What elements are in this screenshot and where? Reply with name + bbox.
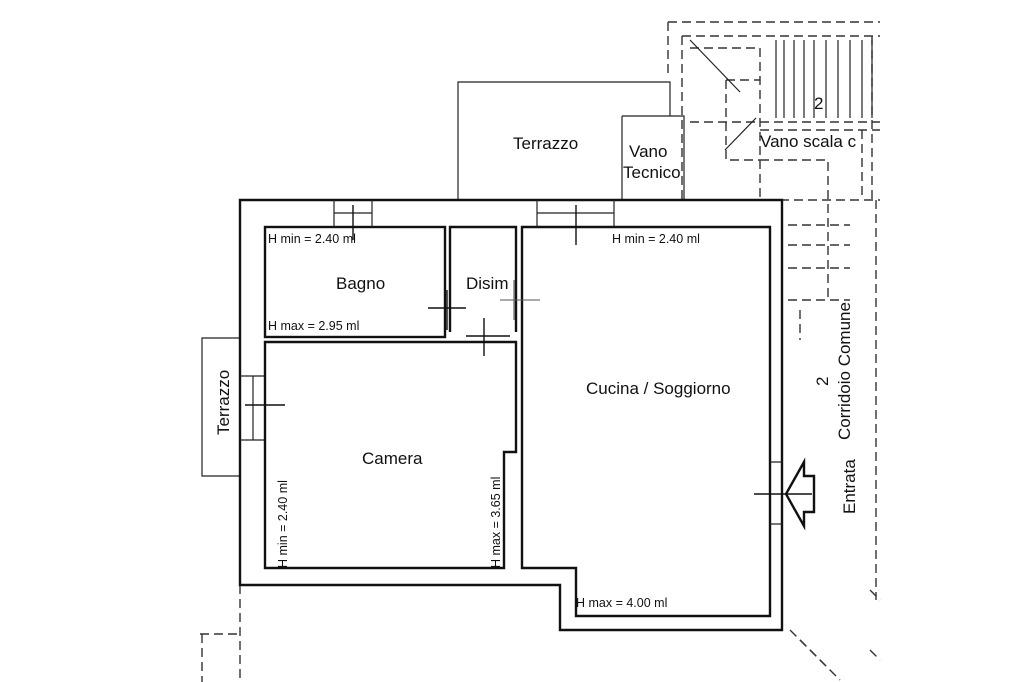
stairwell-dashed-outline (200, 21, 881, 682)
bedroom-label: Camera (362, 449, 423, 468)
technical-room-label-2: Tecnico (623, 163, 681, 182)
terrace-top-label: Terrazzo (513, 134, 578, 153)
windows (240, 200, 782, 525)
stair-number-label: 2 (814, 94, 823, 113)
kitchen-hmax-label: H max = 4.00 ml (576, 596, 667, 610)
entry-arrow-icon (784, 457, 816, 531)
kitchen-living-label: Cucina / Soggiorno (586, 379, 731, 398)
bedroom-hmax-label: H max = 3.65 ml (489, 477, 503, 568)
common-corridor-label: Corridoio Comune (835, 302, 854, 440)
entrance-label: Entrata (840, 459, 859, 514)
kitchen-hmin-label: H min = 2.40 ml (612, 232, 700, 246)
side-terrace-outline (201, 337, 240, 477)
bathroom-hmin-label: H min = 2.40 ml (268, 232, 356, 246)
apartment-walls (238, 198, 784, 632)
terrace-side-label: Terrazzo (214, 370, 233, 435)
stairwell-label: Vano scala c (760, 132, 857, 151)
hallway-label: Disim (466, 274, 509, 293)
bedroom-hmin-label: H min = 2.40 ml (276, 480, 290, 568)
stair-treads (775, 40, 873, 118)
door-markers (245, 205, 812, 495)
corridor-number-label: 2 (813, 377, 832, 386)
technical-room-label-1: Vano (629, 142, 667, 161)
bathroom-hmax-label: H max = 2.95 ml (268, 319, 359, 333)
bathroom-label: Bagno (336, 274, 385, 293)
top-terrace-outline (457, 81, 685, 200)
